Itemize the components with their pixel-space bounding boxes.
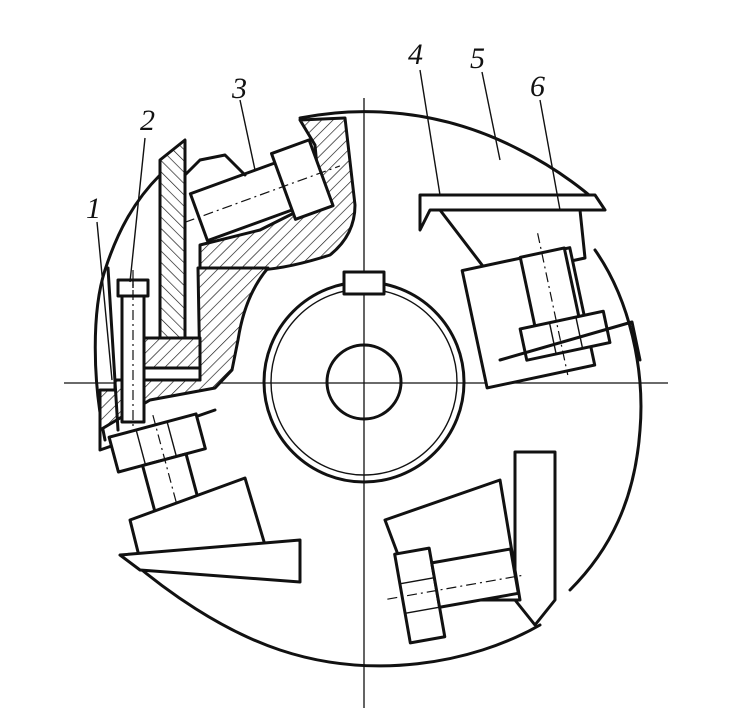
- leader-6: [539, 99, 561, 211]
- label-3: 3: [231, 72, 247, 105]
- shim-strip: [138, 366, 202, 382]
- clamp-wedge: [158, 138, 187, 342]
- screw-2: [116, 270, 150, 430]
- label-2: 2: [140, 104, 155, 137]
- label-4: 4: [408, 38, 423, 71]
- lower-left-blade: [118, 538, 302, 584]
- leader-5: [481, 71, 501, 161]
- gib-plate: [183, 153, 247, 177]
- label-6: 6: [530, 70, 545, 103]
- label-1: 1: [86, 192, 101, 225]
- label-5: 5: [470, 42, 485, 75]
- leader-2: [129, 137, 146, 283]
- leader-3: [239, 99, 256, 171]
- bolt-3: [184, 138, 341, 243]
- leader-1: [96, 221, 113, 381]
- leader-4: [419, 69, 441, 196]
- cutter-body-outline: [93, 110, 643, 668]
- shaft-bore: [325, 343, 403, 421]
- support-block: [138, 336, 202, 370]
- upper-right-slot: [498, 320, 642, 362]
- bolt-lower-right: [387, 546, 526, 645]
- keyway: [342, 270, 386, 296]
- blade-1-edge: [106, 266, 120, 432]
